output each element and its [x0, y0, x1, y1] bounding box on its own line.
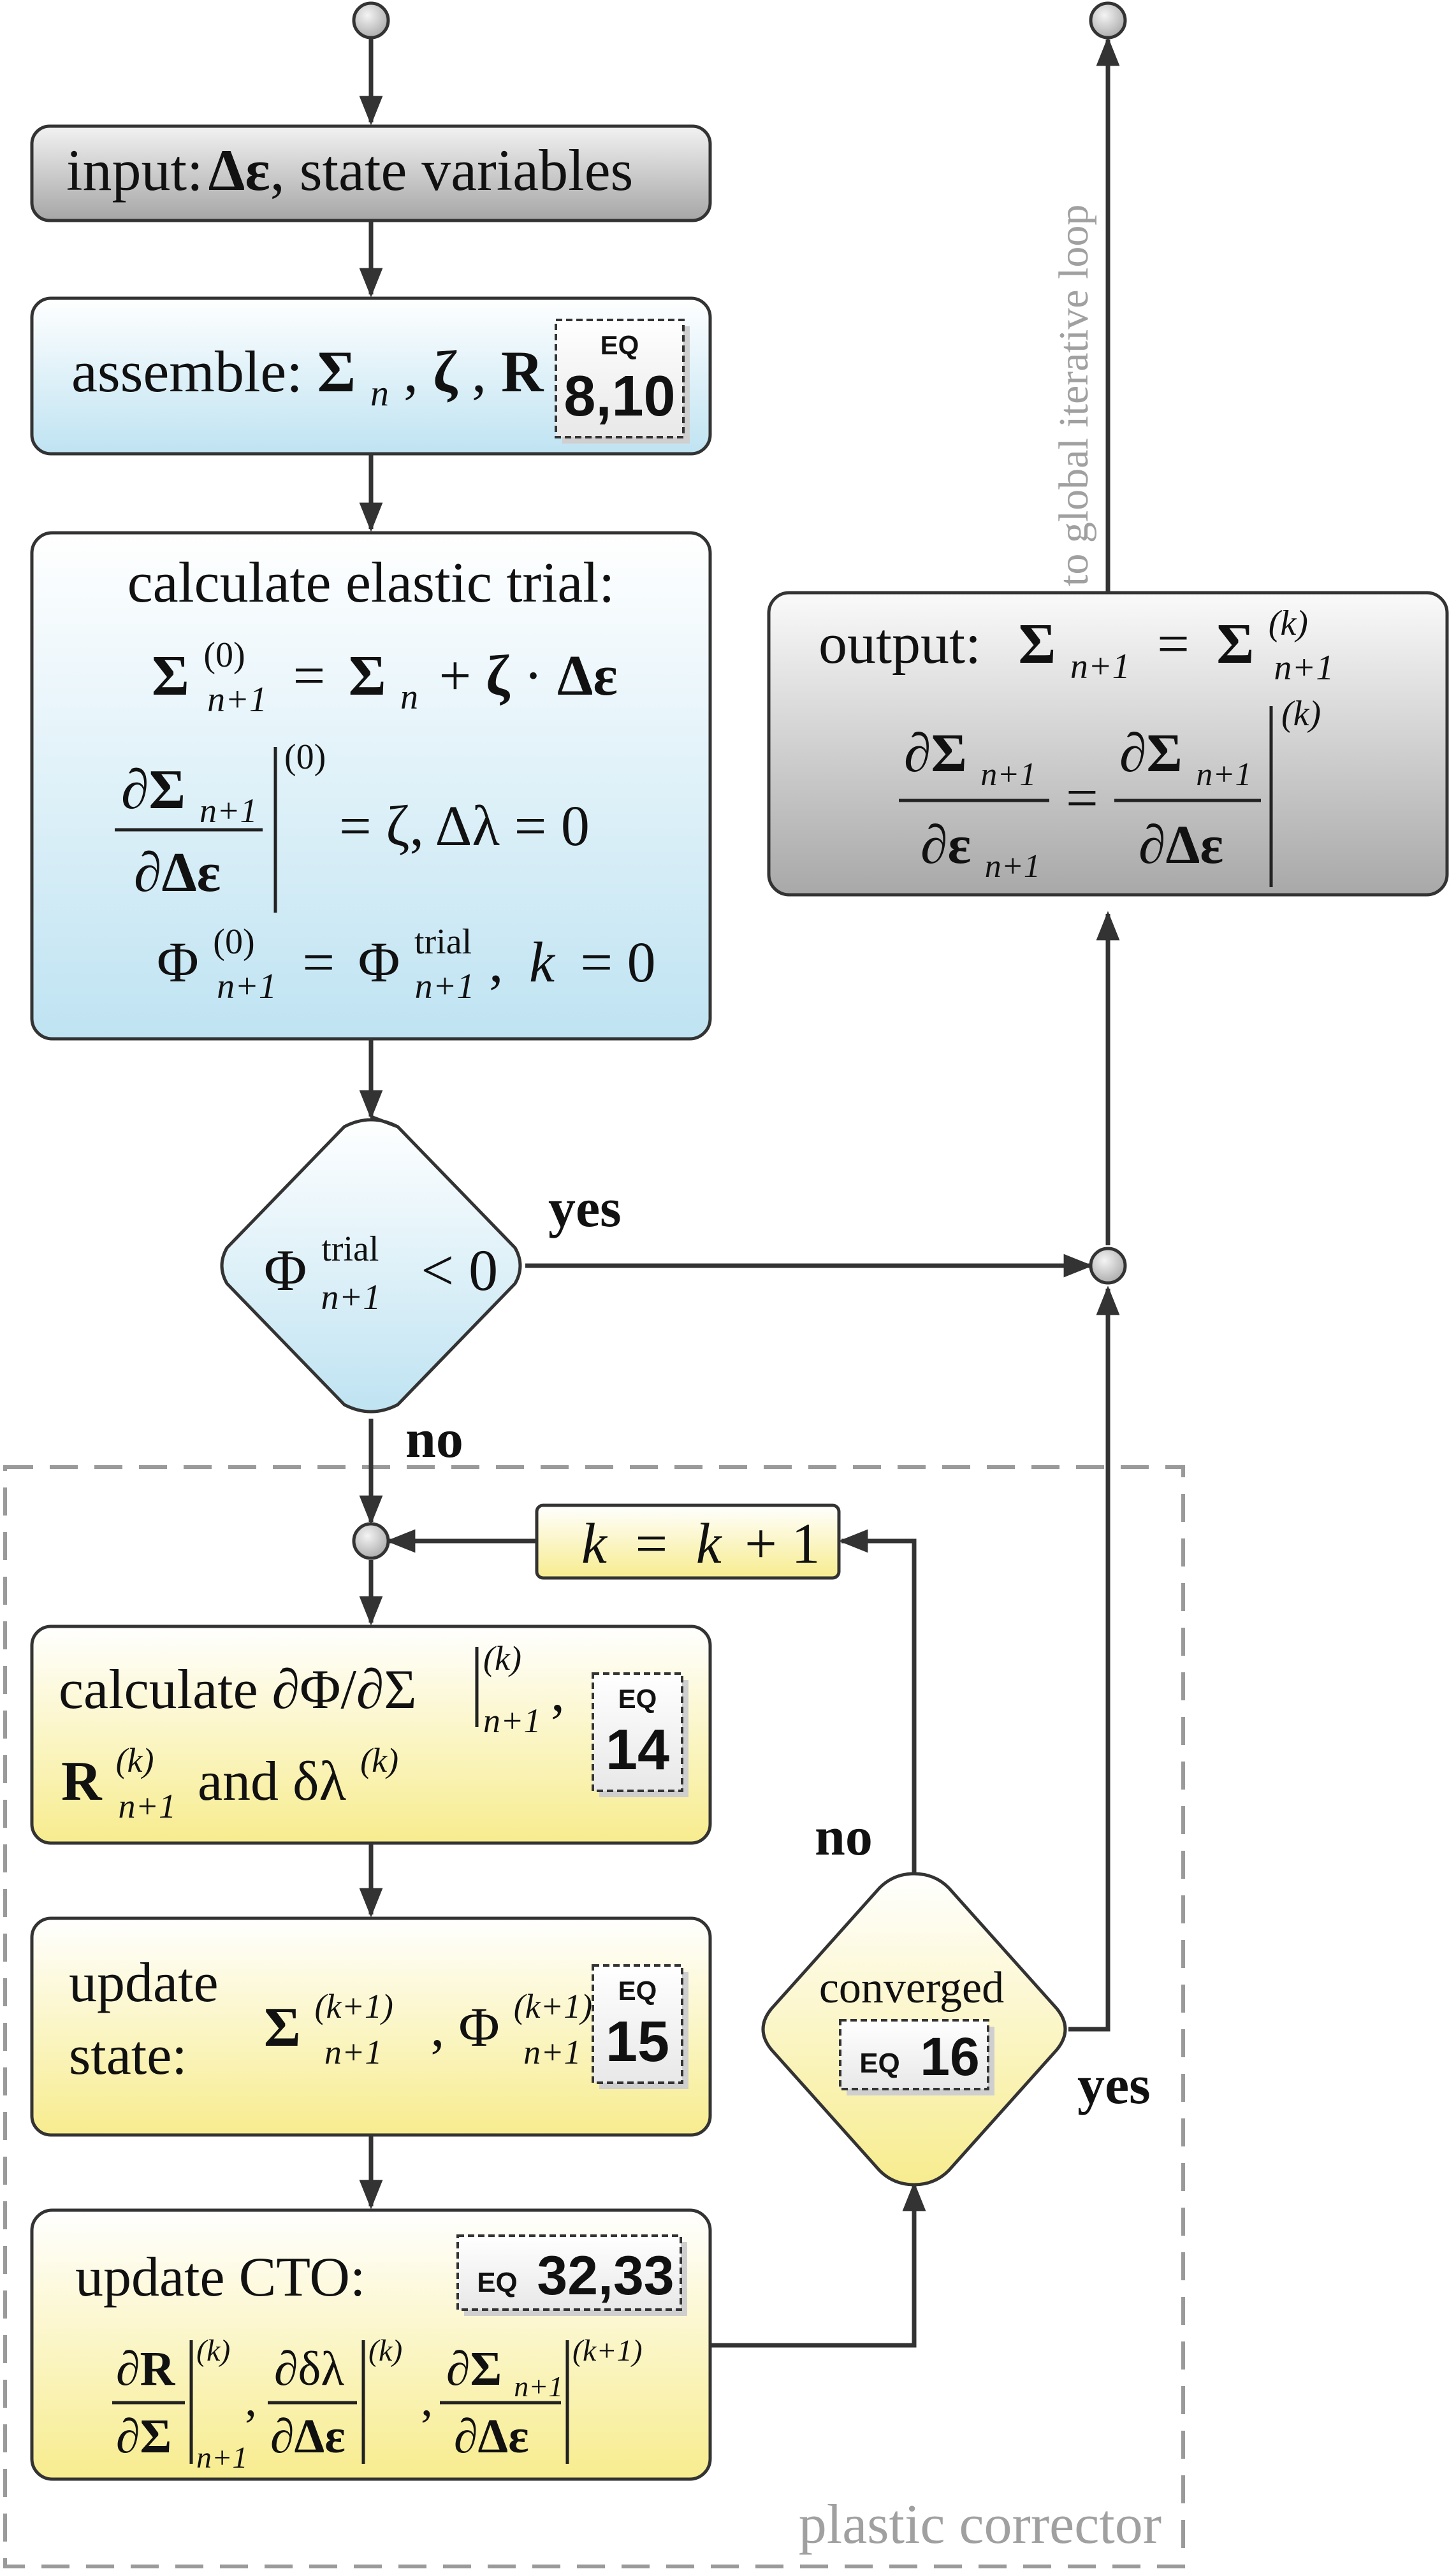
connector-cto-to-converged	[711, 2182, 926, 2348]
output-line-1: output: Σ n+1 = Σ (k) n+1	[819, 584, 1334, 691]
start-node	[352, 1, 390, 40]
global-loop-label: to global iterative loop	[1051, 205, 1097, 586]
svg-text:∂R: ∂R	[116, 2342, 176, 2396]
update-state-line-1: update	[69, 1952, 219, 2014]
svg-text:assemble: Σ n: assemble: Σ n , ζ , R n	[71, 339, 576, 418]
svg-text:∂Σ n+1: ∂Σ n+1	[446, 2342, 563, 2403]
elastic-trial-box: calculate elastic trial: Σ (0) n+1 = Σ n…	[30, 531, 712, 1041]
svg-text:EQ: EQ	[618, 1684, 657, 1714]
eq-badge-16: EQ 16	[839, 2019, 994, 2095]
decision-converged: converged EQ 16	[761, 1872, 1067, 2187]
eq-badge-15: EQ 15	[592, 1964, 688, 2089]
svg-text:∂Σ n+1: ∂Σ n+1	[121, 759, 257, 830]
elastic-line-1: Σ (0) n+1 = Σ n + ζ · Δε	[152, 616, 618, 724]
update-state-line-2: state:	[69, 2025, 187, 2087]
decision-converged-yes-label: yes	[1077, 2054, 1151, 2115]
assemble-sigma: Σ	[317, 339, 356, 404]
plastic-corrector-label: plastic corrector	[799, 2494, 1161, 2556]
svg-text:EQ: EQ	[859, 2048, 900, 2079]
svg-text:(k): (k)	[196, 2334, 230, 2368]
update-cto-title: update CTO:	[75, 2247, 365, 2308]
svg-text:∂ε n+1: ∂ε n+1	[921, 814, 1040, 885]
svg-text:32,33: 32,33	[537, 2245, 674, 2306]
input-delta-eps: Δε	[208, 138, 270, 203]
svg-text:∂δλ: ∂δλ	[274, 2342, 344, 2396]
output-box: output: Σ n+1 = Σ (k) n+1 ∂Σ n+1 ∂ε n+1 …	[767, 584, 1449, 897]
gradient-line-1-sub: n+1	[483, 1702, 541, 1740]
svg-text:(0): (0)	[284, 737, 326, 777]
svg-text:(k): (k)	[1281, 694, 1321, 734]
svg-text:,: ,	[421, 2373, 433, 2426]
svg-text:input:Δε, state variables: input:Δε, state variables	[66, 138, 633, 203]
assemble-prefix: assemble:	[71, 339, 303, 404]
decision-converged-no-label: no	[815, 1805, 873, 1867]
connectors	[359, 36, 1120, 2348]
decision-converged-label: converged	[819, 1964, 1004, 2013]
plastic-corrector-region	[3, 1465, 1185, 2568]
cto-fraction-3: ∂Σ n+1 ∂Δε (k+1)	[440, 2334, 643, 2464]
svg-text:EQ: EQ	[618, 1976, 657, 2006]
svg-text:∂Σ n+1: ∂Σ n+1	[904, 722, 1036, 793]
elastic-line-2: ∂Σ n+1 ∂Δε (0) = ζ, Δλ = 0	[115, 737, 590, 913]
assemble-comma-2: ,	[472, 339, 486, 404]
update-state-expression: Σ (k+1) n+1 , Φ (k+1) n+1	[264, 1969, 606, 2076]
svg-text:(k): (k)	[368, 2334, 402, 2368]
eq-badge-label: EQ	[601, 330, 639, 360]
decision-trial: Φ trial n+1 < 0	[220, 1115, 522, 1414]
decision-trial-no-label: no	[405, 1408, 463, 1469]
decision-trial-expression: Φ trial n+1 < 0	[264, 1208, 498, 1322]
assemble-r: R	[501, 339, 544, 404]
input-suffix: , state variables	[270, 138, 634, 203]
eq-badge-32-33: EQ 32,33	[456, 2234, 687, 2316]
gradient-box: calculate ∂Φ/∂Σ (k) n+1 , R (k) n+1 and …	[30, 1624, 712, 1845]
svg-text:∂Σ n+1: ∂Σ n+1	[1119, 722, 1251, 793]
svg-text:∂Δε: ∂Δε	[270, 2410, 346, 2463]
update-state-box: update state: Σ (k+1) n+1 , Φ (k+1) n+1 …	[30, 1916, 712, 2137]
merge-node	[1089, 1247, 1127, 1285]
gradient-line-1-comma: ,	[551, 1661, 565, 1723]
svg-text:EQ: EQ	[477, 2267, 518, 2298]
connector-converged-yes	[1068, 1285, 1120, 2032]
svg-text:∂Δε: ∂Δε	[454, 2410, 529, 2463]
gradient-line-1-sup: (k)	[483, 1639, 521, 1677]
k-update-expression: k = k + 1	[581, 1512, 820, 1575]
svg-text:∂Σ: ∂Σ	[116, 2410, 171, 2463]
k-update-box: k = k + 1	[535, 1503, 841, 1580]
output-fraction-1: ∂Σ n+1 ∂ε n+1	[899, 722, 1049, 885]
input-prefix: input:	[66, 138, 203, 203]
svg-text:15: 15	[606, 2010, 669, 2074]
assemble-zeta: ζ	[433, 339, 458, 404]
svg-text:n+1: n+1	[196, 2441, 247, 2475]
end-node	[1089, 1, 1127, 40]
svg-text:,: ,	[245, 2373, 257, 2426]
cto-fraction-1: ∂R ∂Σ (k) n+1 ,	[112, 2334, 257, 2475]
output-equals: =	[1066, 767, 1098, 830]
connector-converged-no	[838, 1529, 917, 1874]
output-fraction-2: ∂Σ n+1 ∂Δε (k)	[1114, 694, 1321, 887]
svg-text:(k+1): (k+1)	[572, 2334, 643, 2368]
svg-text:= ζ, Δλ = 0: = ζ, Δλ = 0	[339, 795, 590, 858]
svg-text:16: 16	[920, 2027, 979, 2087]
svg-text:∂Δε: ∂Δε	[1139, 814, 1223, 875]
assemble-box: assemble: Σ n , ζ , R n EQ 8,10	[30, 296, 712, 456]
svg-text:14: 14	[606, 1718, 669, 1782]
elastic-trial-title: calculate elastic trial:	[127, 551, 615, 614]
elastic-line-3: Φ (0) n+1 = Φ trial n+1 , k = 0	[157, 903, 656, 1011]
assemble-comma-1: ,	[404, 339, 418, 404]
loop-node	[352, 1522, 390, 1560]
eq-badge-8-10: EQ 8,10	[555, 319, 690, 444]
input-box: input:Δε, state variables	[30, 124, 712, 222]
update-cto-box: update CTO: EQ 32,33 ∂R ∂Σ (k) n+1 , ∂δλ…	[30, 2208, 712, 2481]
eq-badge-14: EQ 14	[592, 1672, 688, 1797]
decision-trial-yes-label: yes	[548, 1177, 622, 1238]
gradient-line-1: calculate ∂Φ/∂Σ	[59, 1659, 417, 1721]
eq-badge-number: 8,10	[564, 365, 675, 428]
assemble-sigma-sub: n	[370, 372, 389, 414]
svg-text:∂Δε: ∂Δε	[134, 842, 221, 904]
cto-fraction-2: ∂δλ ∂Δε (k) ,	[268, 2334, 433, 2464]
gradient-line-2: R (k) n+1 and δλ (k)	[61, 1723, 398, 1830]
